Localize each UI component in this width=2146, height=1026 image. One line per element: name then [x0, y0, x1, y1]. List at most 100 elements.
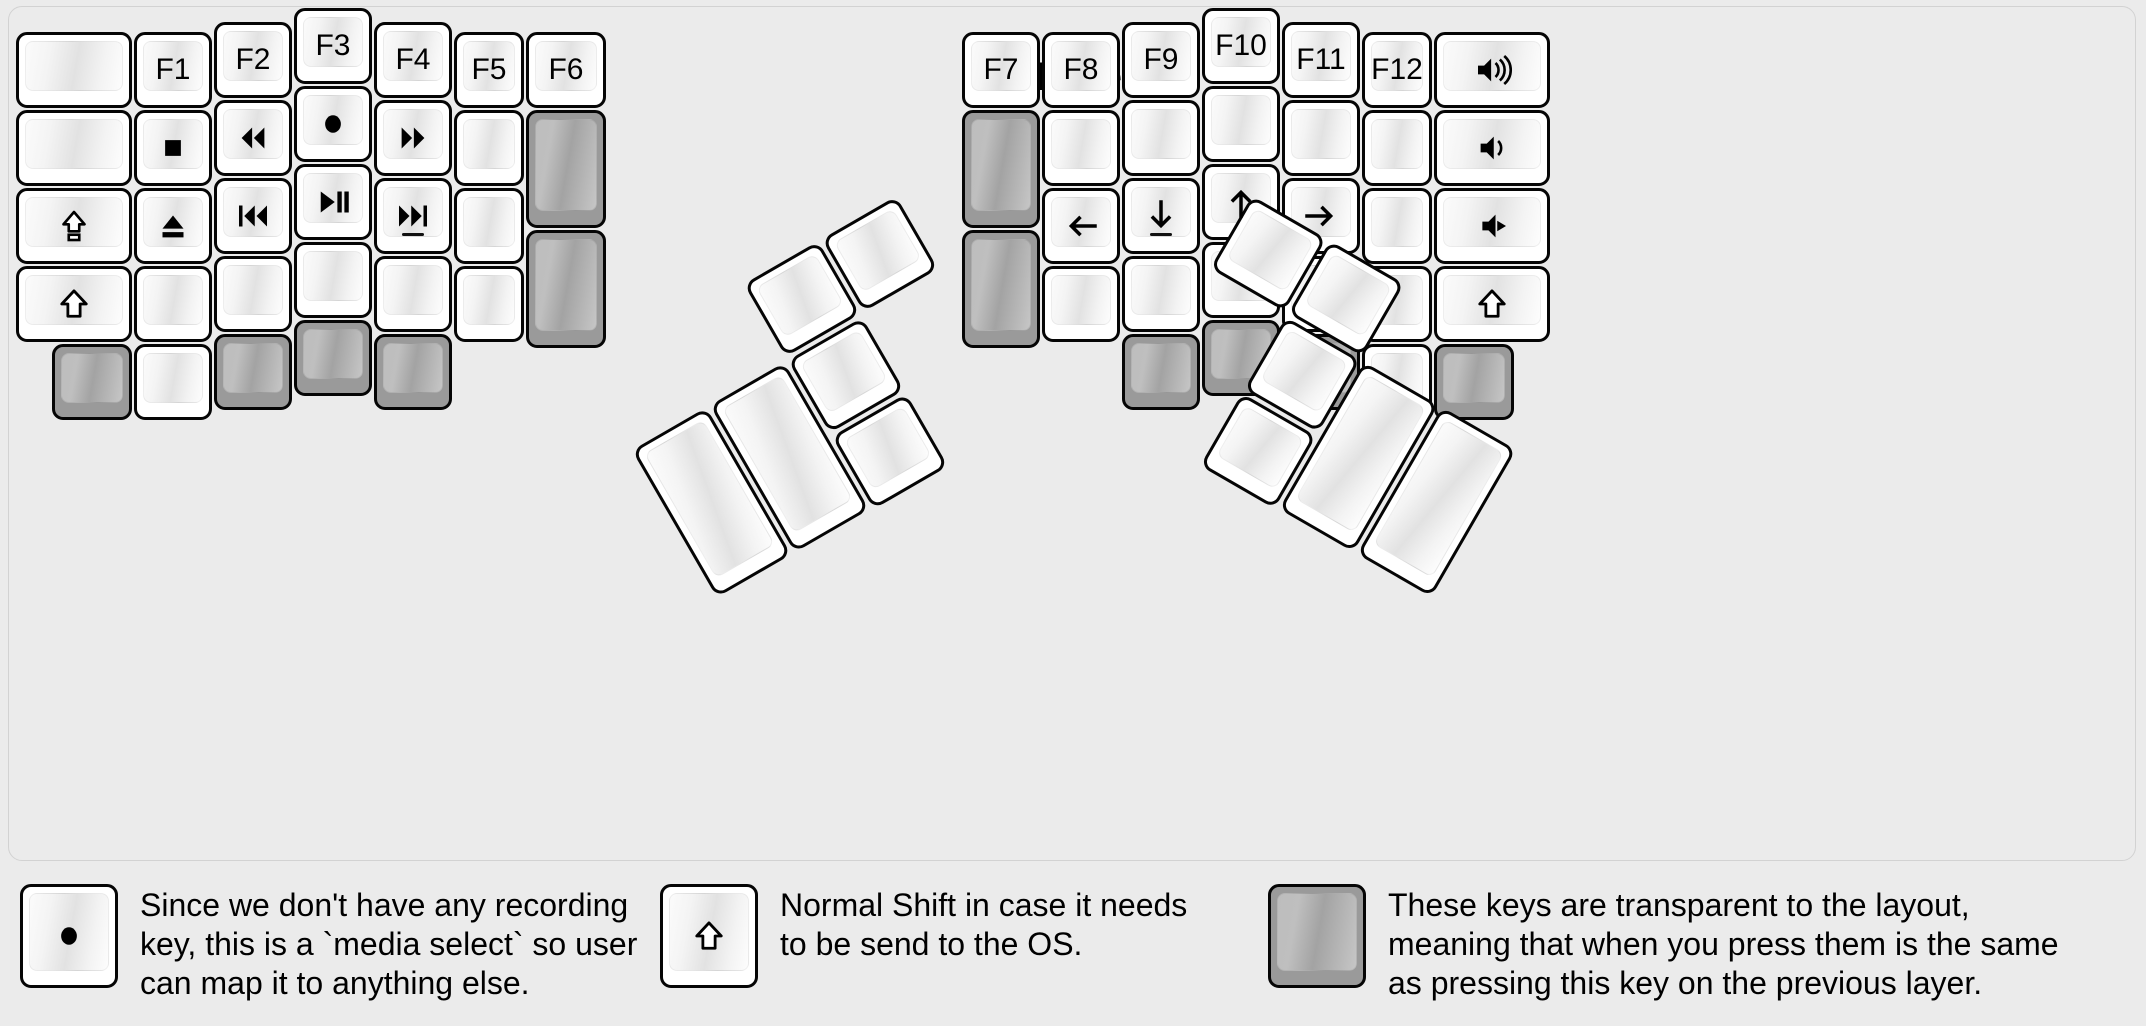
right-key-c2-r1-blank[interactable] — [1122, 100, 1200, 176]
arrow-right-icon — [1300, 195, 1342, 237]
left-key-c6-r2-transparent[interactable] — [526, 230, 606, 348]
legend-key-2 — [1268, 884, 1366, 988]
keycap-surface — [463, 41, 515, 91]
right-key-c2-r2-arrow-down[interactable] — [1122, 178, 1200, 254]
keycap-surface — [1051, 197, 1111, 247]
right-key-c0-r1-transparent[interactable] — [962, 110, 1040, 228]
arrow-up-icon — [1220, 181, 1262, 223]
legend-text-1: Normal Shift in case it needs to be send… — [780, 887, 1188, 963]
left-key-c5-r1-blank[interactable] — [454, 110, 524, 186]
right-key-c1-r2-arrow-left[interactable] — [1042, 188, 1120, 264]
left-key-c3-r4-transparent[interactable] — [294, 320, 372, 396]
right-key-c4-r1-blank[interactable] — [1282, 100, 1360, 176]
left-key-c0-r1-blank[interactable] — [16, 110, 132, 186]
left-key-c5-r0-f5[interactable]: F5 — [454, 32, 524, 108]
right-key-c2-r4-transparent[interactable] — [1122, 334, 1200, 410]
legend-footer: Since we don't have any recording key, t… — [0, 866, 2146, 1026]
keycap-surface — [1131, 31, 1191, 81]
next-track-icon — [392, 195, 434, 237]
keycap-surface — [1277, 893, 1357, 971]
keycap-surface — [1371, 119, 1423, 169]
right-key-c6-r0-volume-up[interactable] — [1434, 32, 1550, 108]
play-pause-icon — [312, 181, 354, 223]
right-key-c0-r2-transparent[interactable] — [962, 230, 1040, 348]
keycap-surface — [25, 41, 123, 91]
right-key-c6-r3-shift[interactable] — [1434, 266, 1550, 342]
left-key-c2-r3-blank[interactable] — [214, 256, 292, 332]
left-key-c2-r4-transparent[interactable] — [214, 334, 292, 410]
keycap-surface — [383, 343, 443, 393]
key-label: F7 — [983, 53, 1019, 86]
left-key-c1-r4-blank[interactable] — [134, 344, 212, 420]
keycap-surface — [971, 119, 1031, 211]
left-key-c0-r4-transparent[interactable] — [52, 344, 132, 420]
left-key-c1-r3-blank[interactable] — [134, 266, 212, 342]
right-key-c3-r1-blank[interactable] — [1202, 86, 1280, 162]
left-key-c2-r2-prev-track[interactable] — [214, 178, 292, 254]
keycap-surface — [223, 265, 283, 315]
key-label: F10 — [1215, 29, 1267, 62]
right-key-c5-r1-blank[interactable] — [1362, 110, 1432, 186]
arrow-down-icon — [1140, 195, 1182, 237]
keycap-surface — [535, 119, 597, 211]
legend-key-0 — [20, 884, 118, 988]
right-key-c2-r0-f9[interactable]: F9 — [1122, 22, 1200, 98]
legend-text-0: Since we don't have any recording key, t… — [140, 887, 638, 1002]
right-key-c6-r2-volume-mute[interactable] — [1434, 188, 1550, 264]
left-key-c4-r2-next-track[interactable] — [374, 178, 452, 254]
volume-mute-icon — [1471, 205, 1513, 247]
keycap-surface — [1211, 17, 1271, 67]
left-key-c3-r1-record[interactable] — [294, 86, 372, 162]
keycap-surface — [1443, 41, 1541, 91]
key-label: F12 — [1371, 53, 1423, 86]
left-key-c0-r3-shift[interactable] — [16, 266, 132, 342]
keycap-surface — [1131, 109, 1191, 159]
left-key-c1-r2-eject[interactable] — [134, 188, 212, 264]
keycap-surface — [1211, 95, 1271, 145]
right-key-c0-r0-f7[interactable]: F7 — [962, 32, 1040, 108]
keycap-surface — [143, 275, 203, 325]
stop-icon — [152, 127, 194, 169]
key-label: F8 — [1063, 53, 1099, 86]
keycap-surface — [303, 173, 363, 223]
left-key-c4-r3-blank[interactable] — [374, 256, 452, 332]
left-key-c4-r1-fast-forward[interactable] — [374, 100, 452, 176]
right-key-c2-r3-blank[interactable] — [1122, 256, 1200, 332]
keycap-surface — [383, 31, 443, 81]
keycap-surface — [303, 329, 363, 379]
right-key-c3-r0-f10[interactable]: F10 — [1202, 8, 1280, 84]
volume-down-icon — [1471, 127, 1513, 169]
keycap-surface — [143, 353, 203, 403]
right-key-c4-r0-f11[interactable]: F11 — [1282, 22, 1360, 98]
keycap-surface — [383, 109, 443, 159]
keycap-surface — [535, 41, 597, 91]
keycap-surface — [1443, 353, 1505, 403]
left-key-c6-r1-transparent[interactable] — [526, 110, 606, 228]
right-key-c1-r0-f8[interactable]: F8 — [1042, 32, 1120, 108]
left-key-c0-r0-blank[interactable] — [16, 32, 132, 108]
left-key-c3-r3-blank[interactable] — [294, 242, 372, 318]
left-key-c0-r2-caps-lock[interactable] — [16, 188, 132, 264]
key-label: F6 — [548, 53, 584, 86]
left-key-c1-r1-stop[interactable] — [134, 110, 212, 186]
right-key-c5-r0-f12[interactable]: F12 — [1362, 32, 1432, 108]
key-label: F3 — [315, 29, 351, 62]
left-key-c4-r0-f4[interactable]: F4 — [374, 22, 452, 98]
left-key-c5-r2-blank[interactable] — [454, 188, 524, 264]
left-key-c4-r4-transparent[interactable] — [374, 334, 452, 410]
homing-bar — [402, 232, 424, 236]
right-key-c6-r4-transparent[interactable] — [1434, 344, 1514, 420]
right-key-c1-r1-blank[interactable] — [1042, 110, 1120, 186]
left-key-c1-r0-f1[interactable]: F1 — [134, 32, 212, 108]
left-key-c3-r2-play-pause[interactable] — [294, 164, 372, 240]
right-key-c5-r2-blank[interactable] — [1362, 188, 1432, 264]
left-key-c6-r0-f6[interactable]: F6 — [526, 32, 606, 108]
right-key-c6-r1-volume-down[interactable] — [1434, 110, 1550, 186]
left-key-c3-r0-f3[interactable]: F3 — [294, 8, 372, 84]
right-key-c1-r3-blank[interactable] — [1042, 266, 1120, 342]
left-key-c5-r3-blank[interactable] — [454, 266, 524, 342]
keycap-surface — [1051, 119, 1111, 169]
fast-forward-icon — [392, 117, 434, 159]
left-key-c2-r0-f2[interactable]: F2 — [214, 22, 292, 98]
left-key-c2-r1-rewind[interactable] — [214, 100, 292, 176]
